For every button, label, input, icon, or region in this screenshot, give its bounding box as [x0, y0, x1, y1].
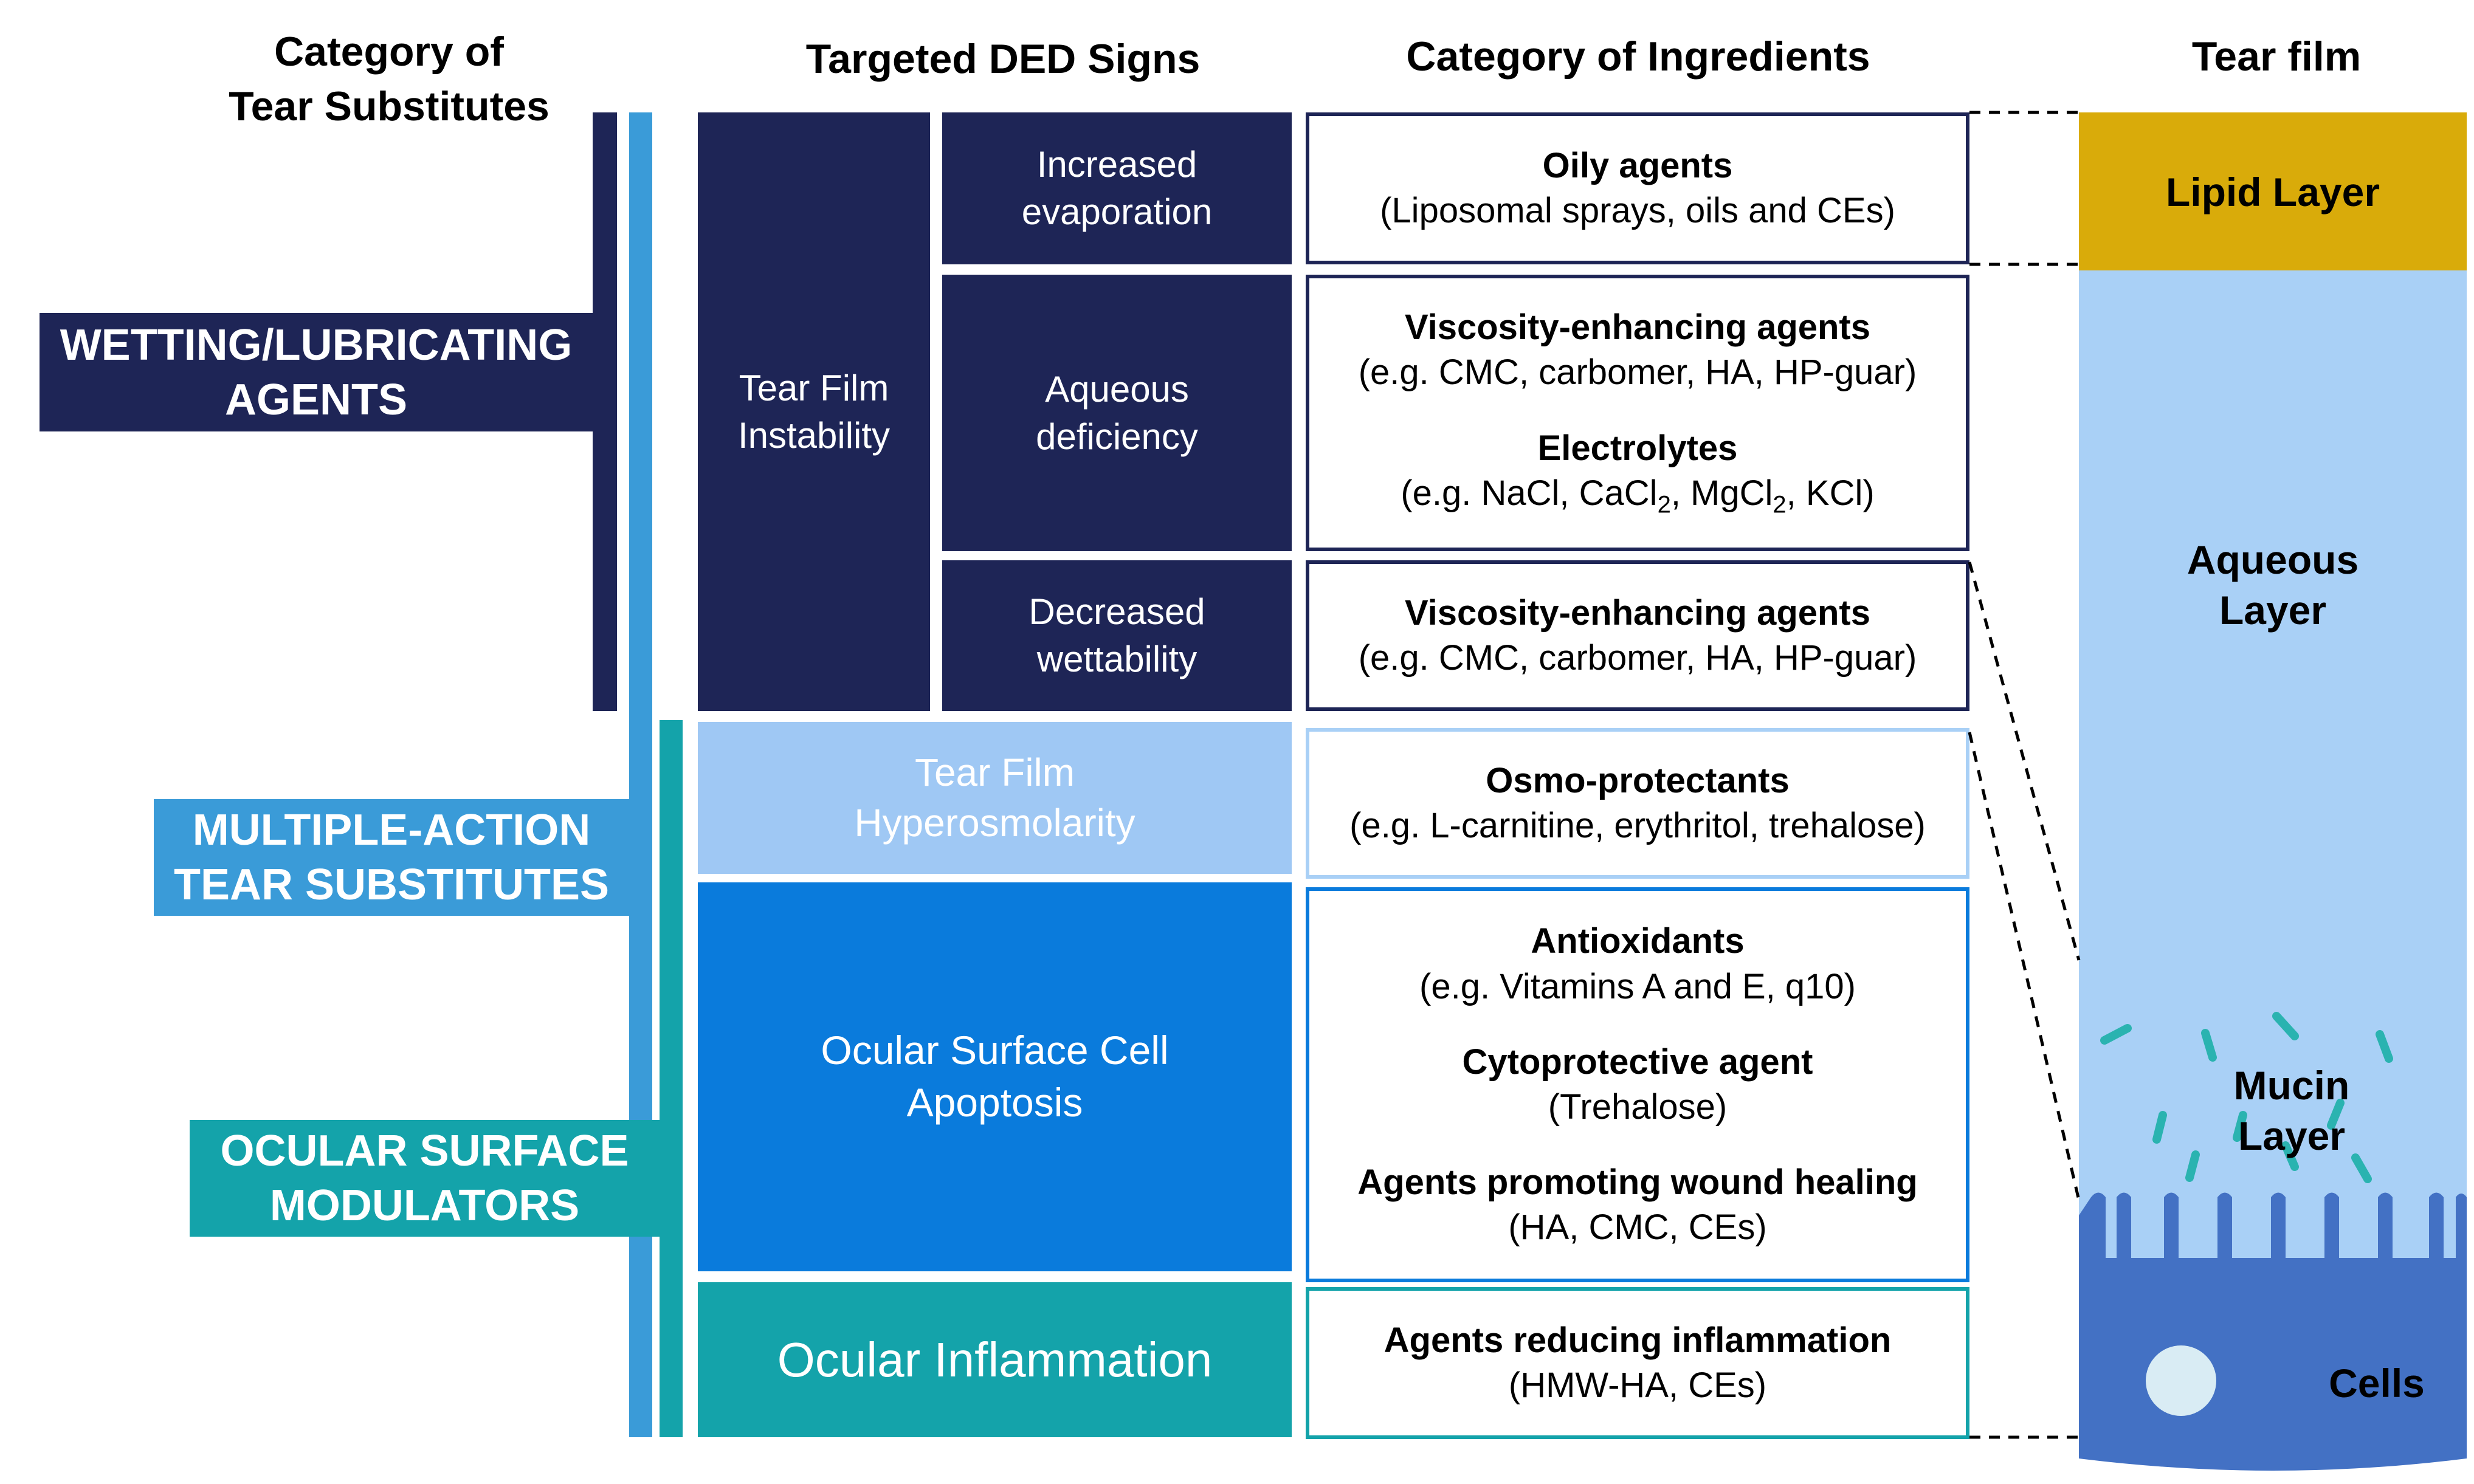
- sign-wettability-line2: wettability: [1036, 639, 1197, 679]
- cells-label: Cells: [2329, 1361, 2425, 1406]
- electrolytes-desc-mid: , MgCl: [1670, 473, 1773, 513]
- aqueous-layer-line1: Aqueous: [2186, 537, 2359, 582]
- mucin-strand: [2281, 1141, 2299, 1171]
- label-wetting-line2: AGENTS: [224, 375, 408, 424]
- dashed-connectors: [1968, 111, 2081, 1439]
- sign-instability-line2: Instability: [737, 414, 891, 456]
- wound-desc: (HA, CMC, CEs): [1508, 1207, 1767, 1248]
- visc2-desc: (e.g. CMC, carbomer, HA, HP-guar): [1358, 638, 1917, 678]
- mucin-strands: [2100, 1012, 2393, 1183]
- sign-wettability-line1: Decreased: [1029, 591, 1205, 632]
- visc1-title: Viscosity-enhancing agents: [1404, 307, 1871, 348]
- header-category-line1: Category of: [274, 29, 504, 75]
- header-category-line2: Tear Substitutes: [229, 83, 550, 130]
- connector-aqueous: [1968, 562, 2081, 961]
- visc1-desc: (e.g. CMC, carbomer, HA, HP-guar): [1358, 352, 1917, 393]
- mucin-layer-line1: Mucin: [2233, 1063, 2350, 1108]
- inflam-desc: (HMW-HA, CEs): [1508, 1365, 1767, 1405]
- label-wetting-lubricating: WETTING/LUBRICATING AGENTS: [40, 313, 593, 431]
- ingredient-osmo-protectants: Osmo-protectants (e.g. L-carnitine, eryt…: [1306, 728, 1969, 879]
- aqueous-layer-label: Aqueous Layer: [2079, 535, 2467, 635]
- label-ocular-surface-modulators: OCULAR SURFACE MODULATORS: [190, 1120, 660, 1237]
- header-tear-film: Tear film: [2191, 33, 2362, 80]
- label-multiple-line2: TEAR SUBSTITUTES: [173, 861, 610, 909]
- cell-nucleus: [2146, 1345, 2216, 1416]
- electrolytes-desc-pre: (e.g. NaCl, CaCl: [1401, 473, 1658, 513]
- ocular-vertical-bar: [660, 720, 683, 1437]
- wound-title: Agents promoting wound healing: [1357, 1163, 1918, 1203]
- sign-apoptosis-line1: Ocular Surface Cell: [821, 1028, 1169, 1073]
- label-multiple-line1: MULTIPLE-ACTION: [192, 806, 591, 854]
- connector-mucin: [1968, 732, 2081, 1201]
- visc2-title: Viscosity-enhancing agents: [1404, 593, 1871, 633]
- label-ocular-line2: MODULATORS: [269, 1181, 580, 1230]
- sign-evaporation-line1: Increased: [1036, 144, 1197, 185]
- electrolytes-sub1: 2: [1657, 491, 1671, 518]
- electrolytes-sub2: 2: [1773, 491, 1787, 518]
- cyto-title: Cytoprotective agent: [1462, 1042, 1813, 1082]
- sign-decreased-wettability: Decreased wettability: [942, 560, 1292, 711]
- cyto-desc: (Trehalose): [1548, 1087, 1728, 1127]
- sign-evaporation-line2: evaporation: [1021, 191, 1213, 232]
- ingredient-viscosity-electrolytes: Viscosity-enhancing agents (e.g. CMC, ca…: [1306, 275, 1969, 551]
- sign-aqueous-line2: deficiency: [1036, 416, 1198, 457]
- electrolytes-desc-post: , KCl): [1786, 473, 1875, 513]
- sign-hyperosmolarity-line2: Hyperosmolarity: [854, 801, 1135, 845]
- mucin-strand: [2100, 1024, 2132, 1045]
- ingredient-viscosity-wettability: Viscosity-enhancing agents (e.g. CMC, ca…: [1306, 560, 1969, 711]
- sign-cell-apoptosis: Ocular Surface Cell Apoptosis: [698, 882, 1292, 1271]
- mucin-strand: [2201, 1029, 2217, 1062]
- electrolytes-title: Electrolytes: [1537, 428, 1738, 468]
- mucin-strand: [2272, 1012, 2299, 1040]
- header-category: Category of Tear Substitutes: [176, 24, 602, 134]
- sign-aqueous-deficiency: Aqueous deficiency: [942, 275, 1292, 551]
- label-multiple-action: MULTIPLE-ACTION TEAR SUBSTITUTES: [154, 799, 629, 916]
- sign-tear-film-hyperosmolarity: Tear Film Hyperosmolarity: [698, 722, 1292, 874]
- ingredient-apoptosis-agents: Antioxidants (e.g. Vitamins A and E, q10…: [1306, 887, 1969, 1282]
- wetting-vertical-bar: [593, 112, 617, 711]
- sign-aqueous-line1: Aqueous: [1045, 368, 1189, 410]
- header-ingredients: Category of Ingredients: [1406, 33, 1870, 80]
- mucin-strand: [2185, 1150, 2200, 1182]
- lipid-layer-label: Lipid Layer: [2165, 170, 2380, 215]
- osmo-desc: (e.g. L-carnitine, erythritol, trehalose…: [1349, 806, 1926, 845]
- sign-increased-evaporation: Increased evaporation: [942, 112, 1292, 264]
- aqueous-layer-line2: Layer: [2219, 587, 2327, 633]
- sign-tear-film-instability: Tear Film Instability: [698, 112, 930, 711]
- sign-instability-line1: Tear Film: [739, 367, 889, 408]
- mucin-layer-line2: Layer: [2238, 1113, 2346, 1158]
- sign-hyperosmolarity-line1: Tear Film: [914, 750, 1075, 794]
- sign-ocular-inflammation: Ocular Inflammation: [698, 1282, 1292, 1437]
- ingredient-inflammation-agents: Agents reducing inflammation (HMW-HA, CE…: [1306, 1287, 1969, 1439]
- antiox-desc: (e.g. Vitamins A and E, q10): [1419, 966, 1856, 1006]
- label-wetting-line1: WETTING/LUBRICATING: [60, 320, 573, 369]
- mucin-strand: [2152, 1111, 2167, 1144]
- electrolytes-desc: (e.g. NaCl, CaCl2, MgCl2, KCl): [1401, 471, 1874, 521]
- oily-desc: (Liposomal sprays, oils and CEs): [1380, 191, 1895, 230]
- sign-apoptosis-line2: Apoptosis: [906, 1080, 1083, 1125]
- mucin-layer-label: Mucin Layer: [2164, 1060, 2419, 1161]
- header-targeted-signs: Targeted DED Signs: [805, 36, 1201, 82]
- osmo-title: Osmo-protectants: [1486, 760, 1790, 800]
- lipid-layer-rect: [2079, 112, 2467, 270]
- ingredient-oily-agents: Oily agents (Liposomal sprays, oils and …: [1306, 112, 1969, 264]
- antiox-title: Antioxidants: [1531, 921, 1745, 961]
- label-ocular-line1: OCULAR SURFACE: [220, 1127, 629, 1175]
- mucin-strand: [2376, 1030, 2393, 1063]
- mucin-strand: [2327, 1099, 2345, 1130]
- mucin-strand: [2351, 1153, 2372, 1183]
- mucin-strand: [2233, 1111, 2247, 1142]
- oily-title: Oily agents: [1542, 145, 1733, 185]
- inflam-title: Agents reducing inflammation: [1383, 1320, 1892, 1360]
